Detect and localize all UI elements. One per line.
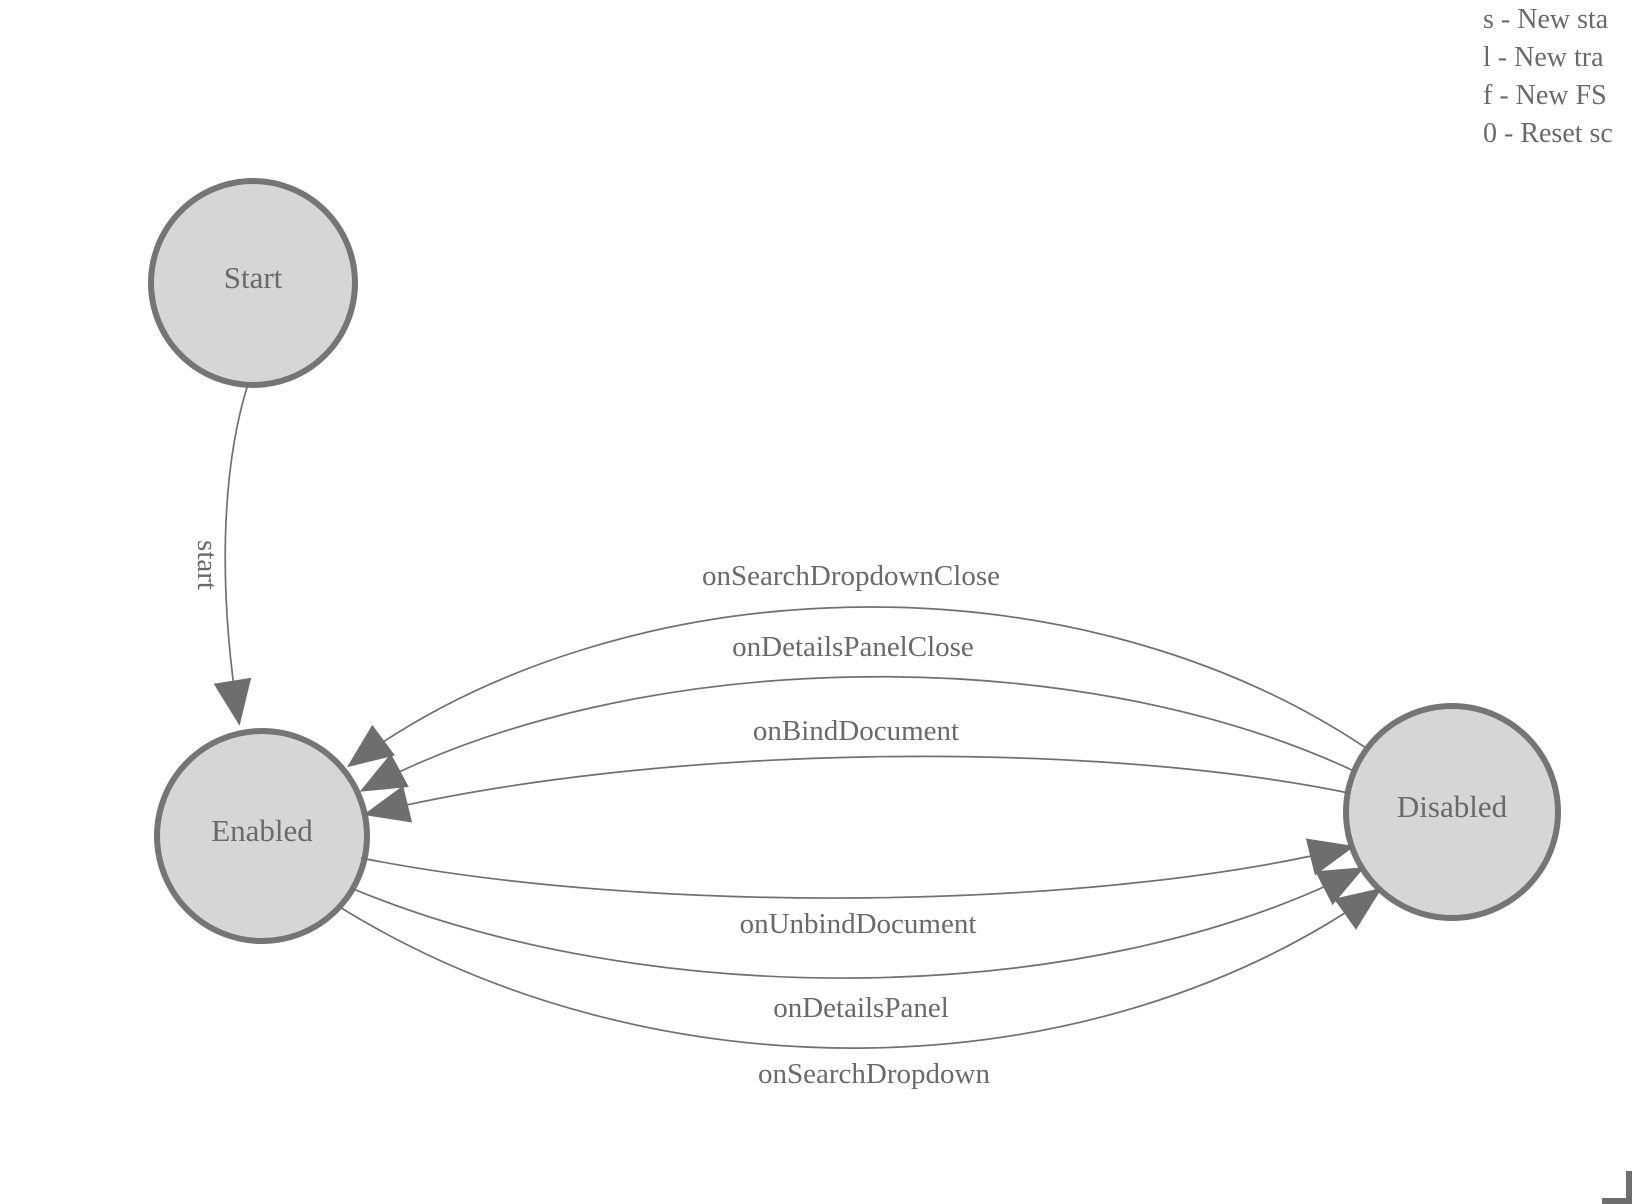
transition-edge-onDetailsPanelClose[interactable]: [359, 675, 1355, 792]
state-circle-enabled[interactable]: [154, 728, 370, 944]
legend-line-new-state: s - New sta: [1483, 4, 1609, 35]
transition-onSearchDropdown[interactable]: onSearchDropdown: [337, 887, 1383, 1090]
transition-start[interactable]: start: [191, 383, 252, 726]
state-label-start: Start: [224, 260, 283, 295]
transition-label-onDetailsPanel[interactable]: onDetailsPanel: [773, 992, 949, 1024]
transition-label-onSearchDropdownClose[interactable]: onSearchDropdownClose: [702, 560, 1000, 592]
state-circle-disabled[interactable]: [1343, 703, 1561, 921]
transition-label-onUnbindDocument[interactable]: onUnbindDocument: [740, 908, 977, 940]
transition-onDetailsPanel[interactable]: onDetailsPanel: [350, 867, 1365, 1024]
transition-edge-onSearchDropdown[interactable]: [337, 887, 1383, 1049]
transition-label-start[interactable]: start: [191, 540, 223, 590]
transition-onUnbindDocument[interactable]: onUnbindDocument: [360, 838, 1355, 940]
transition-label-onSearchDropdown[interactable]: onSearchDropdown: [758, 1058, 990, 1090]
transition-onDetailsPanelClose[interactable]: onDetailsPanelClose: [359, 631, 1355, 792]
legend-line-new-fsm: f - New FS: [1483, 80, 1607, 111]
corner-shape-horizontal: [1602, 1198, 1632, 1204]
transition-edge-onSearchDropdownClose[interactable]: [346, 606, 1367, 768]
transition-label-onDetailsPanelClose[interactable]: onDetailsPanelClose: [732, 631, 974, 663]
transition-edge-start[interactable]: [213, 383, 252, 726]
transition-onBindDocument[interactable]: onBindDocument: [363, 715, 1350, 823]
transition-edge-onDetailsPanel[interactable]: [350, 867, 1365, 979]
transition-edge-onBindDocument[interactable]: [363, 755, 1350, 823]
legend-line-new-transition: l - New tra: [1483, 42, 1604, 73]
transition-label-onBindDocument[interactable]: onBindDocument: [753, 715, 959, 747]
transition-edge-onUnbindDocument[interactable]: [360, 838, 1355, 899]
state-label-enabled: Enabled: [211, 813, 313, 848]
state-label-disabled: Disabled: [1397, 789, 1508, 824]
corner-shape-vertical: [1626, 1171, 1632, 1204]
shortcut-legend: s - New sta l - New tra f - New FS 0 - R…: [1483, 1, 1613, 153]
state-node-start[interactable]: Start: [148, 178, 358, 388]
state-circle-start[interactable]: [148, 178, 358, 388]
state-node-disabled[interactable]: Disabled: [1343, 703, 1561, 921]
legend-line-reset: 0 - Reset sc: [1483, 118, 1613, 149]
state-node-enabled[interactable]: Enabled: [154, 728, 370, 944]
transition-onSearchDropdownClose[interactable]: onSearchDropdownClose: [346, 560, 1367, 768]
